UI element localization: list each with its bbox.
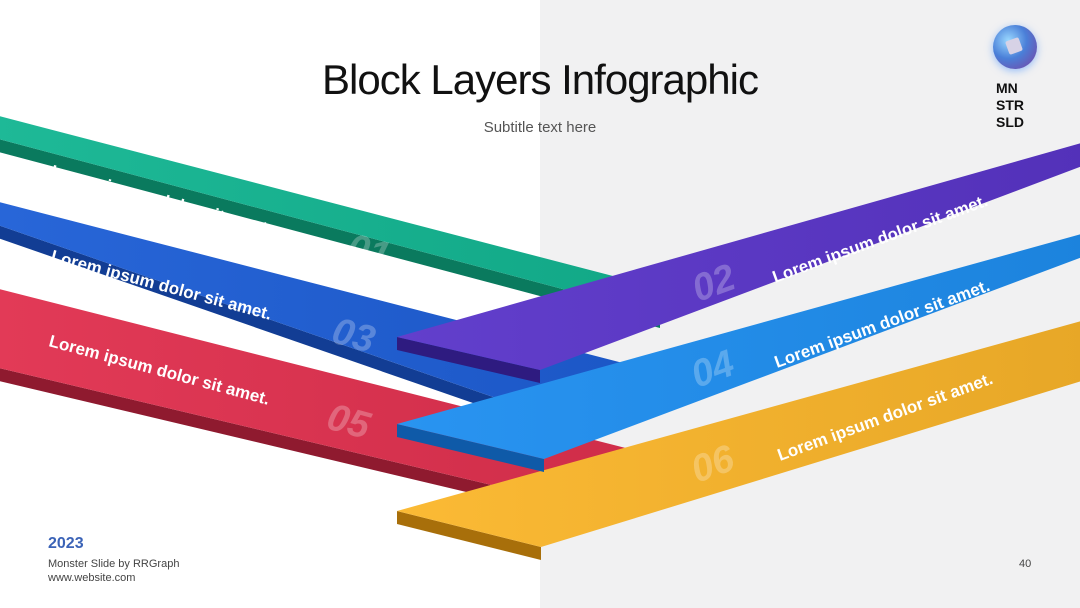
brand-logo-mark	[1005, 37, 1023, 55]
layer-02-side	[397, 337, 540, 383]
footer-website: www.website.com	[48, 572, 136, 584]
brand-line-2: STR	[996, 97, 1024, 113]
layer-04-side	[397, 424, 544, 472]
layer-05-side	[0, 368, 542, 510]
page-number: 40	[1019, 558, 1032, 570]
page-subtitle: Subtitle text here	[483, 119, 597, 136]
brand-line-3: SLD	[996, 114, 1024, 130]
footer-year: 2023	[48, 535, 84, 552]
layer-02-top	[397, 143, 1080, 370]
brand-logo-icon	[993, 25, 1037, 69]
layer-04-top	[397, 234, 1080, 459]
layer-01-top	[0, 116, 678, 315]
page-title: Block Layers Infographic	[322, 56, 759, 103]
brand-text: MN STR SLD	[996, 80, 1024, 131]
footer-credit: Monster Slide by RRGraph	[48, 558, 180, 570]
layer-06-side	[397, 511, 541, 560]
layer-03-side	[0, 225, 542, 427]
brand-line-1: MN	[996, 80, 1018, 96]
layer-06-top	[397, 321, 1080, 547]
layer-01-side	[0, 139, 660, 328]
